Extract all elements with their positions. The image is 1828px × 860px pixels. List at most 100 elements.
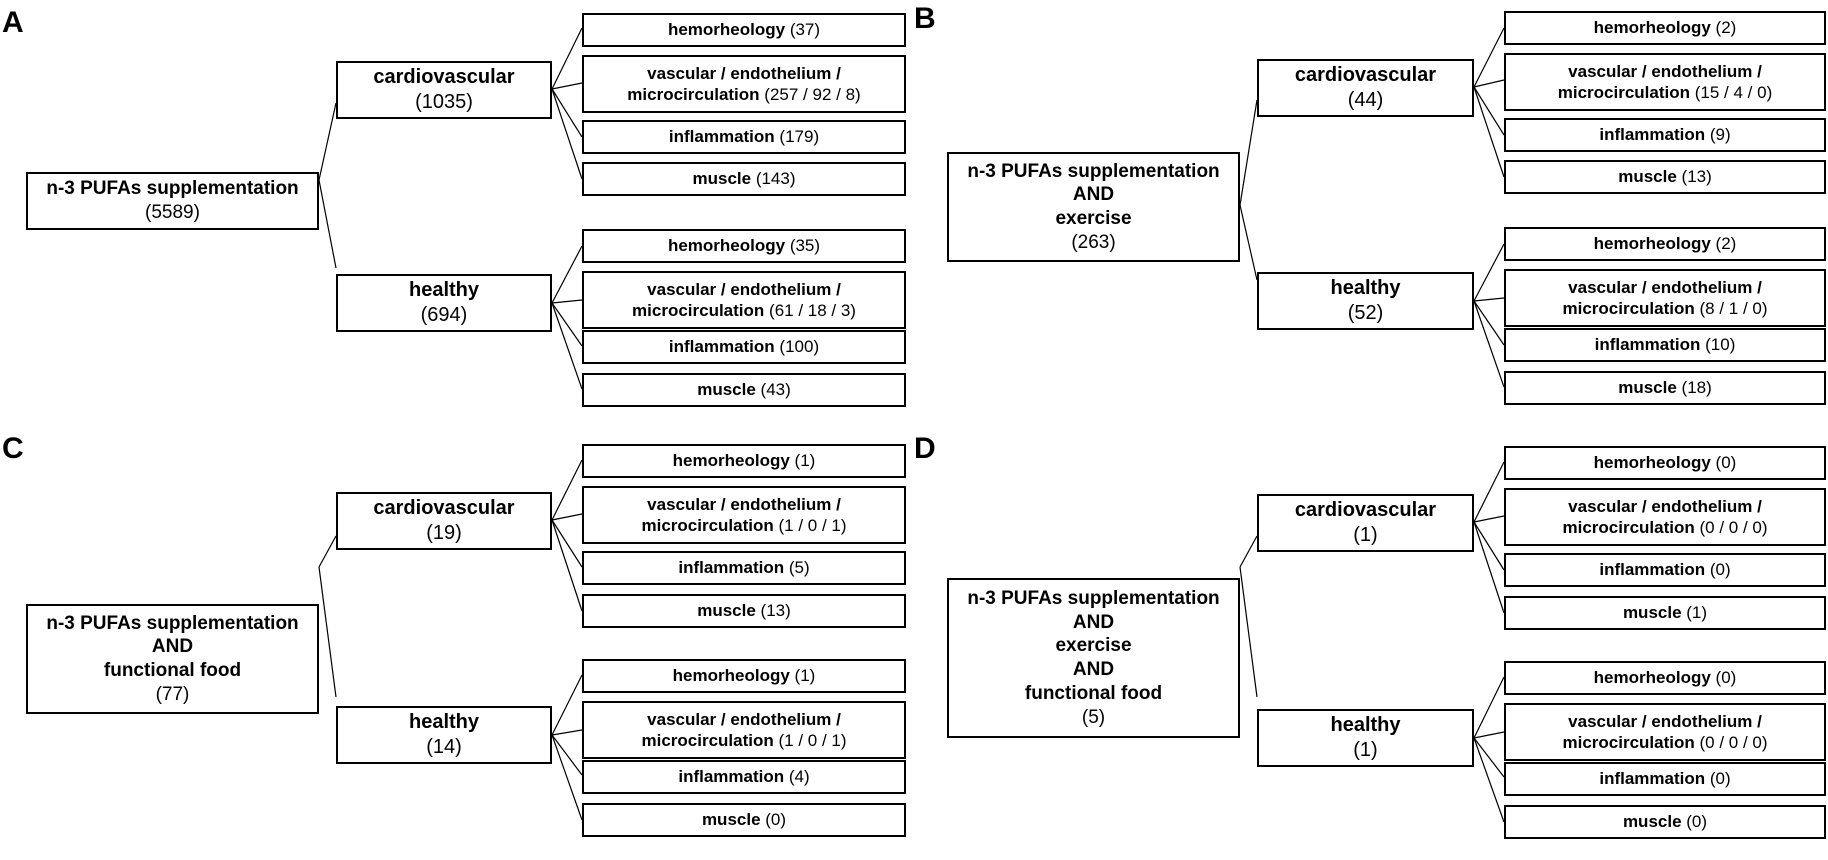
leaf-count: (35)	[789, 236, 821, 256]
leaf-label: microcirculation	[632, 301, 765, 320]
panel-d: D n-3 PUFAs supplementation AND exercise…	[914, 430, 1828, 860]
leaf-count: (61 / 18 / 3)	[769, 301, 856, 320]
group-count: (1035)	[415, 91, 473, 113]
leaf-label: microcirculation	[1562, 518, 1695, 537]
leaf-label-line-1: vascular / endothelium /	[1568, 277, 1762, 297]
leaf-label: muscle	[697, 601, 756, 621]
group-count: (44)	[1347, 89, 1384, 111]
leaf-node-vascular: vascular / endothelium / microcirculatio…	[582, 55, 906, 113]
group-count: (1)	[1353, 739, 1378, 761]
group-node-healthy: healthy (694)	[336, 274, 552, 332]
leaf-node-hemorheology: hemorheology (0)	[1504, 446, 1826, 480]
leaf-node-muscle: muscle (13)	[582, 594, 906, 628]
group-node-healthy: healthy (14)	[336, 706, 552, 764]
leaf-label-line-1: vascular / endothelium /	[647, 279, 841, 299]
panel-a: A n-3 PUFAs supplementation (5589) cardi…	[0, 0, 914, 430]
leaf-label: hemorheology	[672, 666, 790, 686]
leaf-node-inflammation: inflammation (0)	[1504, 762, 1826, 796]
leaf-node-muscle: muscle (1)	[1504, 596, 1826, 630]
leaf-label: inflammation	[1599, 769, 1706, 789]
connector-lines	[1239, 27, 1505, 388]
leaf-count: (15 / 4 / 0)	[1694, 83, 1773, 102]
root-label-line-1: n-3 PUFAs supplementation	[967, 160, 1220, 182]
root-label-line-2: AND	[151, 636, 194, 658]
root-label-line-1: n-3 PUFAs supplementation	[46, 612, 299, 634]
leaf-node-vascular: vascular / endothelium / microcirculatio…	[1504, 53, 1826, 111]
leaf-label: hemorheology	[672, 451, 790, 471]
leaf-label: microcirculation	[1557, 83, 1691, 102]
leaf-count: (0)	[1715, 453, 1737, 473]
root-label-line-3: exercise	[1055, 208, 1132, 229]
leaf-count: (0)	[1686, 812, 1708, 832]
leaf-node-inflammation: inflammation (10)	[1504, 328, 1826, 362]
panel-b: B n-3 PUFAs supplementation AND exercise…	[914, 0, 1828, 430]
leaf-label: hemorheology	[667, 20, 786, 40]
leaf-node-inflammation: inflammation (9)	[1504, 118, 1826, 152]
leaf-count: (9)	[1709, 125, 1731, 145]
group-count: (1)	[1353, 524, 1378, 546]
root-node: n-3 PUFAs supplementation AND exercise A…	[947, 578, 1240, 738]
root-label-line-2: AND	[1072, 611, 1115, 633]
group-label: cardiovascular	[1294, 64, 1437, 86]
leaf-count: (13)	[1681, 167, 1712, 187]
root-label-line-1: n-3 PUFAs supplementation	[46, 178, 299, 200]
root-node: n-3 PUFAs supplementation (5589)	[26, 172, 319, 230]
leaf-node-muscle: muscle (0)	[582, 803, 906, 837]
leaf-label-line-1: vascular / endothelium /	[1568, 496, 1762, 516]
leaf-count: (0)	[1709, 560, 1731, 580]
leaf-node-muscle: muscle (43)	[582, 373, 906, 407]
group-count: (14)	[426, 736, 462, 758]
leaf-count: (13)	[760, 601, 791, 621]
leaf-label: hemorheology	[667, 236, 786, 256]
leaf-node-vascular: vascular / endothelium / microcirculatio…	[1504, 269, 1826, 327]
leaf-label: muscle	[1618, 167, 1677, 187]
panel-letter: C	[2, 432, 24, 465]
group-node-healthy: healthy (1)	[1257, 709, 1474, 767]
leaf-node-inflammation: inflammation (0)	[1504, 553, 1826, 587]
leaf-label: microcirculation	[1562, 299, 1695, 318]
group-count: (19)	[426, 522, 462, 544]
leaf-node-hemorheology: hemorheology (1)	[582, 444, 906, 478]
root-node: n-3 PUFAs supplementation AND functional…	[26, 604, 319, 714]
root-count: (5)	[1081, 706, 1106, 728]
group-node-cardiovascular: cardiovascular (19)	[336, 492, 552, 550]
leaf-label: microcirculation	[1562, 733, 1695, 752]
root-label-line-3: functional food	[103, 660, 242, 681]
root-count: (263)	[1071, 231, 1116, 253]
root-label-line-4: AND	[1072, 659, 1115, 680]
leaf-label-line-1: vascular / endothelium /	[647, 494, 841, 514]
leaf-label-line-1: vascular / endothelium /	[647, 63, 841, 83]
leaf-count: (257 / 92 / 8)	[764, 85, 861, 104]
leaf-label: inflammation	[1599, 125, 1706, 145]
leaf-node-muscle: muscle (143)	[582, 162, 906, 196]
leaf-count: (1 / 0 / 1)	[778, 516, 847, 535]
leaf-count: (5)	[788, 558, 810, 578]
leaf-label-line-1: vascular / endothelium /	[1568, 711, 1762, 731]
leaf-count: (143)	[755, 169, 796, 189]
panel-c: C n-3 PUFAs supplementation AND function…	[0, 430, 914, 860]
leaf-count: (1)	[1686, 603, 1708, 623]
leaf-node-muscle: muscle (13)	[1504, 160, 1826, 194]
connector-lines	[318, 459, 583, 821]
leaf-count: (100)	[779, 337, 820, 357]
leaf-count: (1)	[794, 666, 816, 686]
group-node-cardiovascular: cardiovascular (44)	[1257, 59, 1474, 117]
group-count: (694)	[420, 304, 468, 326]
root-label-line-2: AND	[1072, 184, 1115, 206]
leaf-node-hemorheology: hemorheology (2)	[1504, 11, 1826, 45]
leaf-label: microcirculation	[641, 516, 774, 535]
leaf-label: muscle	[697, 380, 756, 400]
leaf-label: inflammation	[1594, 335, 1701, 355]
leaf-label: hemorheology	[1593, 453, 1711, 473]
leaf-label: hemorheology	[1593, 18, 1711, 38]
panel-letter: D	[914, 432, 936, 465]
leaf-node-inflammation: inflammation (179)	[582, 120, 906, 154]
leaf-node-hemorheology: hemorheology (35)	[582, 229, 906, 263]
group-node-cardiovascular: cardiovascular (1035)	[336, 61, 552, 119]
leaf-count: (2)	[1715, 234, 1737, 254]
connector-lines	[1239, 461, 1505, 823]
root-count: (5589)	[145, 202, 200, 223]
leaf-count: (1 / 0 / 1)	[778, 731, 847, 750]
leaf-label: muscle	[1618, 378, 1677, 398]
leaf-node-inflammation: inflammation (4)	[582, 760, 906, 794]
